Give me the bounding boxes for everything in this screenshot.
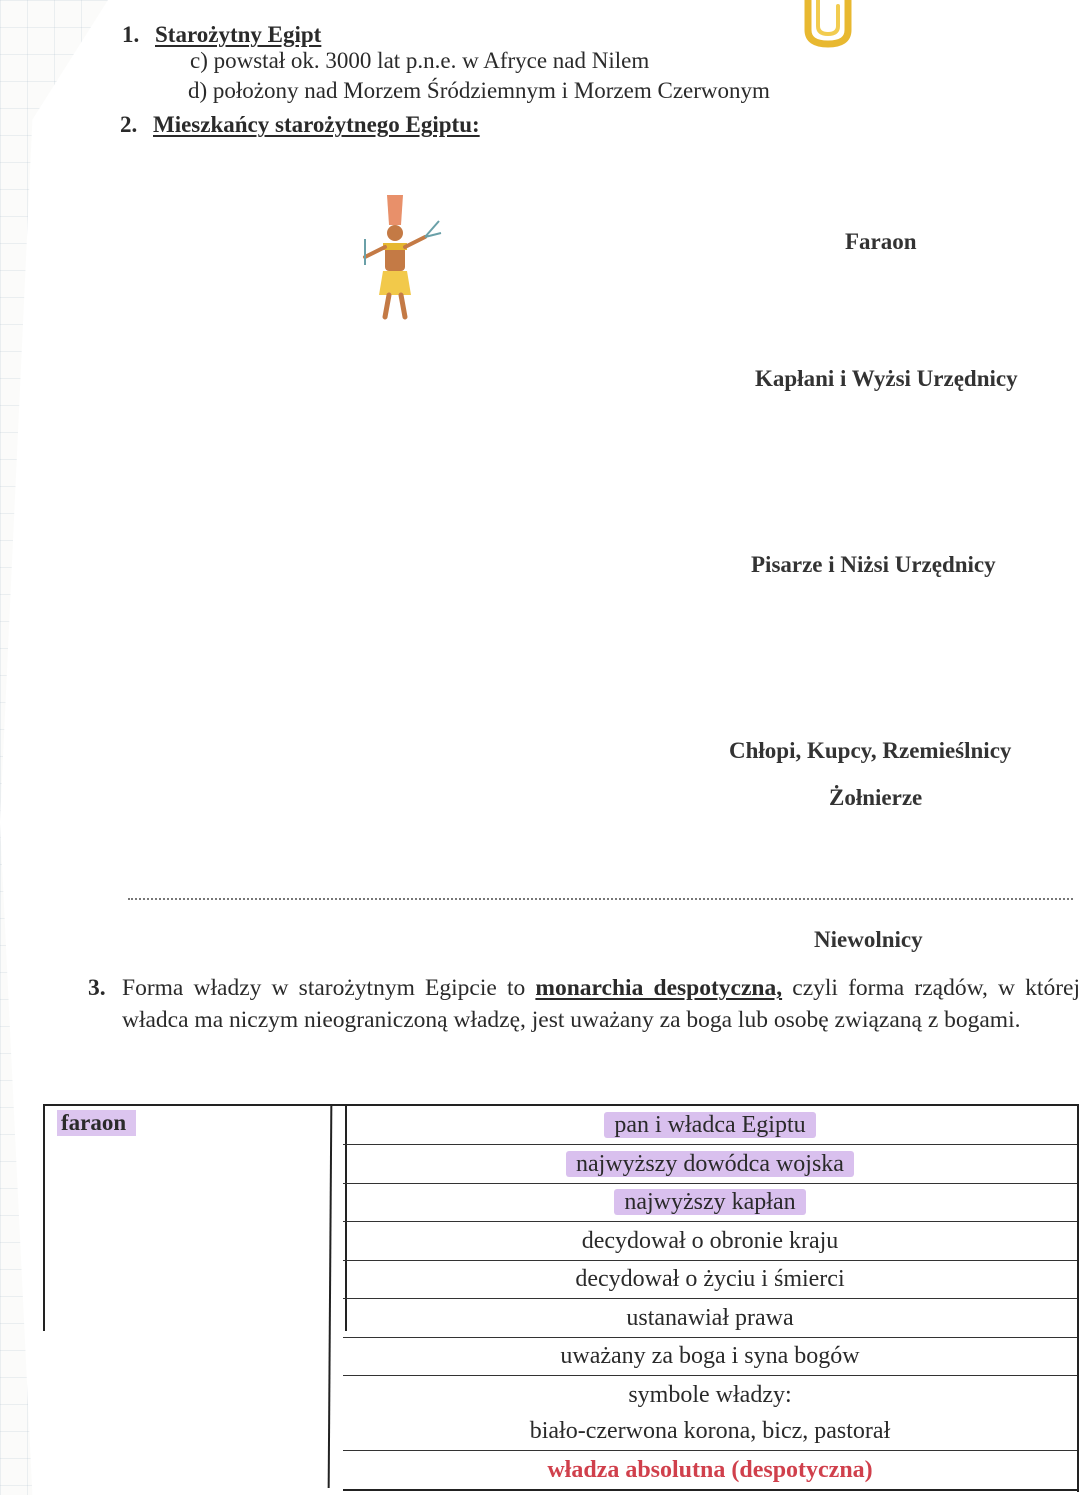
table-row: najwyższy kapłan	[343, 1183, 1077, 1222]
attributes-table: pan i władca Egiptu najwyższy dowódca wo…	[343, 1104, 1079, 1492]
section2-heading: Mieszkańcy starożytnego Egiptu:	[153, 112, 480, 137]
dotted-separator	[128, 898, 1073, 900]
level-label-zolnierze: Żołnierze	[829, 785, 923, 810]
table-cell: biało-czerwona korona, bicz, pastorał	[529, 1418, 891, 1444]
table-row: ustanawiał prawa	[343, 1299, 1077, 1338]
table-cell: ustanawiał prawa	[626, 1304, 794, 1331]
table-cell: uważany za boga i syna bogów	[560, 1343, 860, 1369]
level-label-faraon: Faraon	[845, 229, 917, 254]
section1-heading: Starożytny Egipt	[155, 22, 322, 47]
item-marker: c)	[190, 48, 208, 73]
section3-text-after: czyli forma rządów, w której władca ma n…	[122, 975, 1080, 1033]
table-cell: symbole władzy:	[628, 1381, 792, 1408]
table-left-column	[43, 1104, 347, 1331]
item-text: powstał ok. 3000 lat p.n.e. w Afryce nad…	[213, 48, 650, 73]
section2-number: 2.	[120, 112, 138, 137]
section1-number: 1.	[122, 22, 140, 47]
table-cell: decydował o obronie kraju	[581, 1227, 839, 1254]
table-cell: decydował o życiu i śmierci	[575, 1266, 845, 1292]
level-label-chlopi: Chłopi, Kupcy, Rzemieślnicy	[729, 738, 1012, 763]
social-pyramid-illustration	[363, 195, 442, 320]
section3-number: 3.	[88, 975, 106, 1001]
table-row: władza absolutna (despotyczna)	[343, 1451, 1077, 1491]
item-text: położony nad Morzem Śródziemnym i Morzem…	[212, 78, 770, 103]
level-label-kaplani: Kapłani i Wyżsi Urzędnicy	[755, 366, 1018, 391]
table-left-label: faraon	[57, 1110, 137, 1136]
table-cell: najwyższy kapłan	[614, 1189, 806, 1215]
section3-term: monarchia despotyczna,	[535, 975, 783, 1001]
section1-item-d: d) położony nad Morzem Śródziemnym i Mor…	[188, 78, 770, 104]
table-cell: pan i władca Egiptu	[604, 1112, 816, 1138]
item-marker: d)	[188, 78, 208, 103]
section3-paragraph: 3. Forma władzy w starożytnym Egipcie to…	[88, 972, 1080, 1036]
table-row: uważany za boga i syna bogów	[343, 1337, 1077, 1376]
table-row: symbole władzy:	[343, 1376, 1077, 1414]
table-cell: najwyższy dowódca wojska	[566, 1150, 854, 1177]
section3-text-before: Forma władzy w starożytnym Egipcie to	[122, 975, 536, 1001]
level-label-pisarze: Pisarze i Niżsi Urzędnicy	[751, 552, 996, 577]
table-cell: władza absolutna (despotyczna)	[547, 1456, 873, 1483]
pharaoh-figure	[363, 195, 442, 320]
level-label-niewolnicy: Niewolnicy	[814, 927, 923, 952]
table-row: biało-czerwona korona, bicz, pastorał	[343, 1412, 1077, 1451]
section1-item-c: c) powstał ok. 3000 lat p.n.e. w Afryce …	[190, 48, 649, 74]
table-row: decydował o życiu i śmierci	[343, 1260, 1077, 1299]
paper-clip-icon	[804, 0, 852, 48]
table-row: najwyższy dowódca wojska	[343, 1145, 1077, 1184]
table-row: decydował o obronie kraju	[343, 1222, 1077, 1261]
table-row: pan i władca Egiptu	[343, 1106, 1077, 1145]
